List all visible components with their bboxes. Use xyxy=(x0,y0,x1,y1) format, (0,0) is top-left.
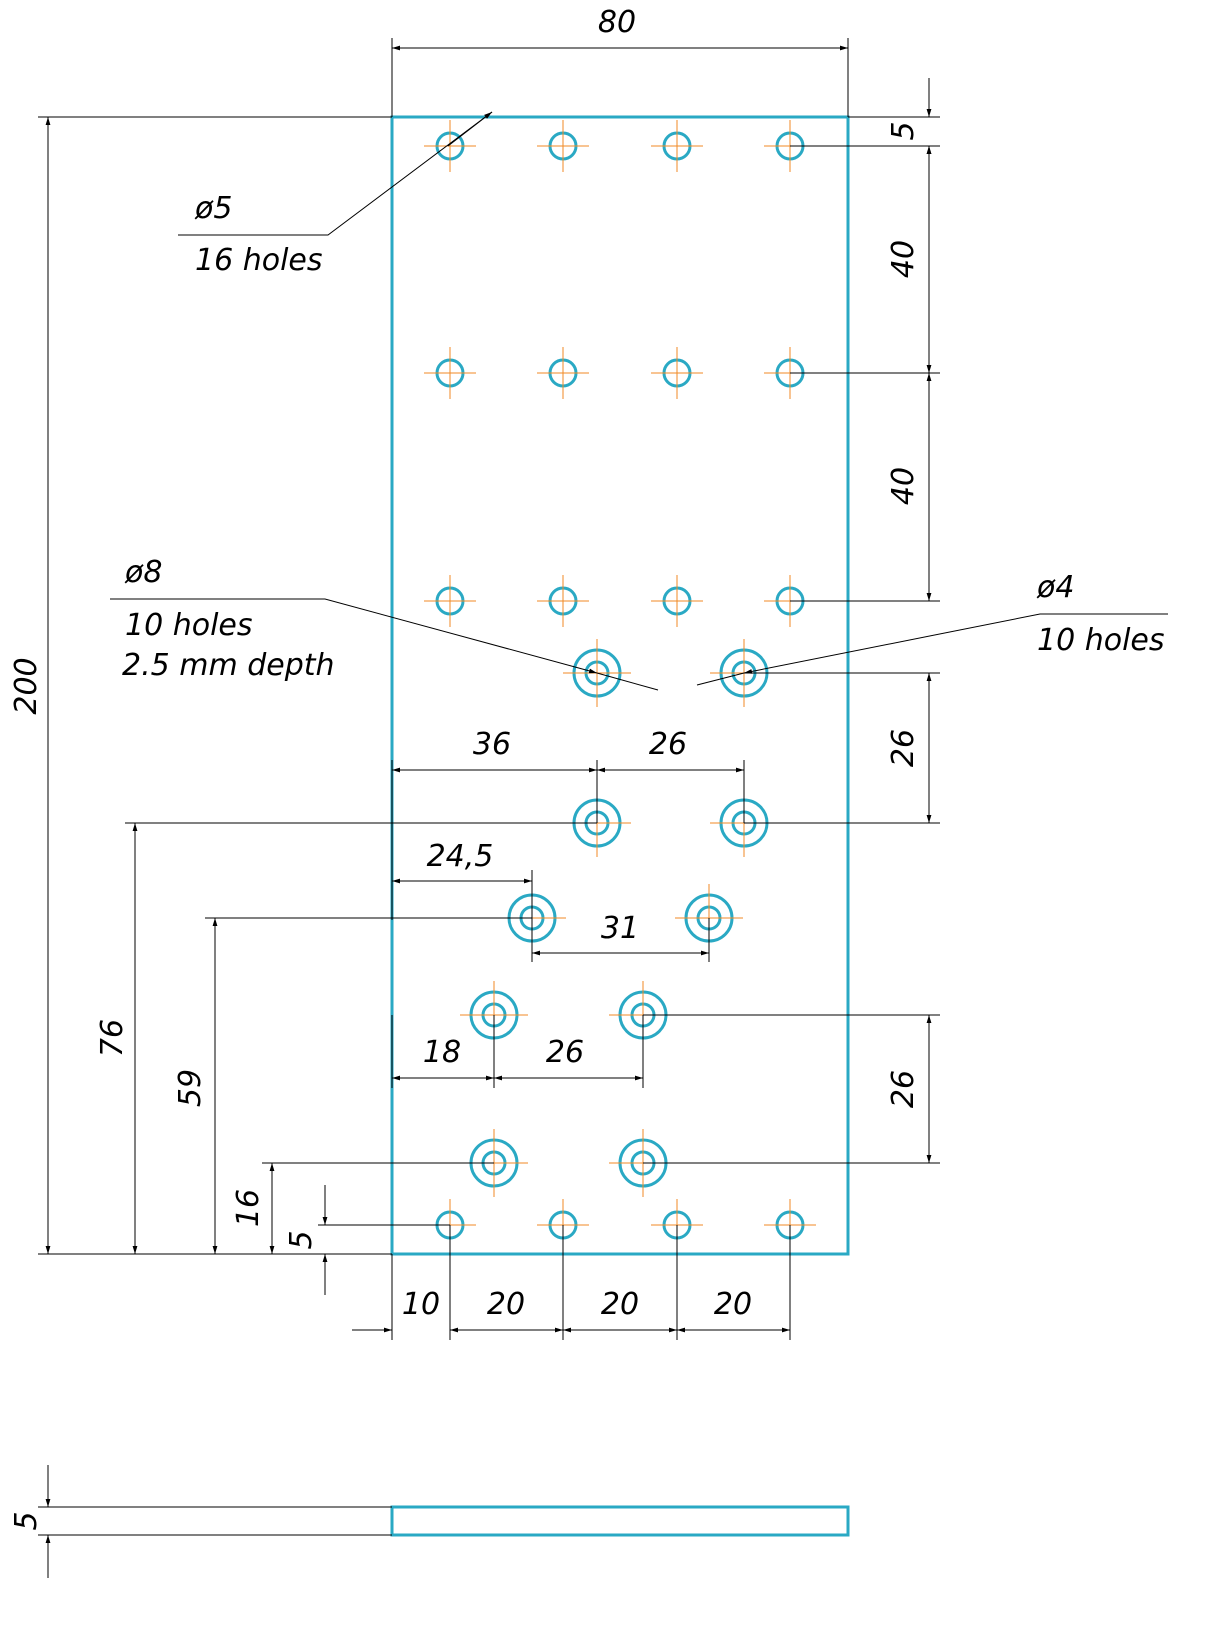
dim-pitch-26-top: 26 xyxy=(649,727,687,762)
extension-lines xyxy=(38,38,940,1536)
dim-row-pitch-1: 40 xyxy=(886,240,921,278)
dimension-lines xyxy=(45,45,932,1578)
callout-counterbore-depth: 2.5 mm depth xyxy=(122,648,335,683)
callout-counterbore-diameter: ø8 xyxy=(124,555,162,590)
dim-pitch-31: 31 xyxy=(601,911,639,946)
holes-group xyxy=(424,120,816,1251)
dim-bottom-20-c: 20 xyxy=(714,1287,752,1322)
dim-overall-height: 200 xyxy=(9,657,44,714)
dim-thickness: 5 xyxy=(9,1511,44,1530)
leader-lines xyxy=(110,111,1168,691)
dim-bottom-offset: 5 xyxy=(284,1230,319,1249)
hole-callouts: ø5 16 holes ø8 10 holes 2.5 mm depth ø4 … xyxy=(122,191,1165,683)
dim-row-pitch-2: 40 xyxy=(886,467,921,505)
dim-top-offset: 5 xyxy=(886,121,921,140)
callout-small-count: 16 holes xyxy=(195,243,323,278)
dim-overall-width: 80 xyxy=(598,5,636,40)
dim-offset-18: 18 xyxy=(423,1035,461,1070)
dimension-labels: 80 200 5 40 40 26 26 36 26 24,5 31 18 26… xyxy=(9,5,921,1531)
callout-through-diameter: ø4 xyxy=(1036,570,1074,605)
dim-height-16: 16 xyxy=(231,1189,266,1227)
dim-right-pitch-upper: 26 xyxy=(886,729,921,767)
dim-offset-36: 36 xyxy=(473,727,511,762)
callout-counterbore-count: 10 holes xyxy=(125,608,253,643)
dim-right-pitch-lower: 26 xyxy=(886,1070,921,1108)
dim-offset-24-5: 24,5 xyxy=(427,839,494,874)
dim-height-59: 59 xyxy=(173,1069,208,1107)
plate-side-view xyxy=(390,1505,850,1537)
dim-bottom-20-b: 20 xyxy=(601,1287,639,1322)
dim-height-76: 76 xyxy=(95,1019,130,1057)
callout-small-diameter: ø5 xyxy=(194,191,232,226)
dim-pitch-26-mid: 26 xyxy=(546,1035,584,1070)
dim-bottom-20-a: 20 xyxy=(487,1287,525,1322)
callout-through-count: 10 holes xyxy=(1037,623,1165,658)
dim-bottom-10: 10 xyxy=(402,1287,440,1322)
plate-outline xyxy=(390,115,850,1256)
